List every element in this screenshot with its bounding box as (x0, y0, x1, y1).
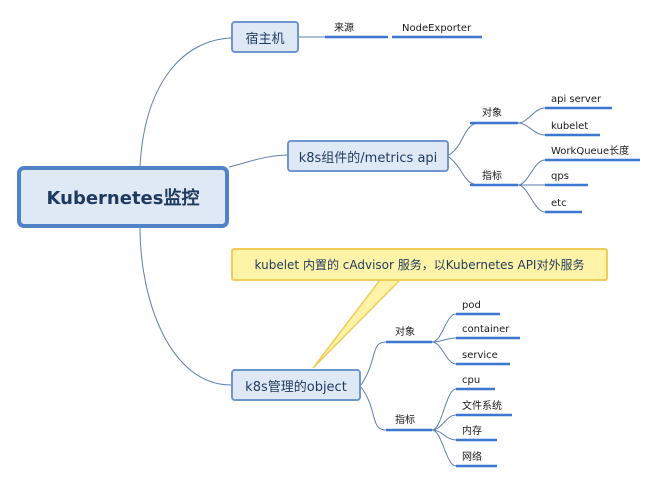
edge-api-objects (448, 122, 481, 156)
subtopic-api-obj-kubelet[interactable]: kubelet (551, 121, 589, 132)
edge-obj-objects (360, 341, 387, 386)
edge-api-metrics (448, 156, 481, 186)
subtopic-obj-met-mem[interactable]: 内存 (462, 426, 482, 437)
topic-k8s-metrics-api[interactable]: k8s组件的/metrics api (287, 140, 449, 172)
edge-api-met-wq (517, 159, 546, 186)
subtopic-api-obj-apiserver[interactable]: api server (551, 94, 602, 105)
edge-central-host (139, 37, 232, 167)
subtopic-host-source-label[interactable]: 来源 (334, 23, 354, 34)
topic-k8s-object[interactable]: k8s管理的object (231, 369, 361, 401)
edge-obj-obj-container (431, 337, 457, 343)
subtopic-obj-obj-pod[interactable]: pod (462, 300, 481, 311)
topic-k8s-object-text: k8s管理的object (245, 379, 347, 395)
subtopic-obj-objects-label[interactable]: 对象 (395, 327, 415, 338)
edge-obj-met-fs (431, 414, 457, 431)
subtopic-obj-met-fs[interactable]: 文件系统 (462, 401, 502, 412)
subtopic-obj-metrics-label[interactable]: 指标 (395, 415, 415, 426)
topic-k8s-metrics-api-text: k8s组件的/metrics api (298, 150, 438, 166)
subtopic-api-met-etc[interactable]: etc (551, 198, 567, 209)
edge-api-met-etc (517, 184, 546, 213)
edge-central-k8s-obj (139, 227, 232, 386)
subtopic-api-metrics-label[interactable]: 指标 (482, 171, 502, 182)
subtopic-obj-obj-container[interactable]: container (462, 324, 510, 335)
edge-api-obj-apiserver (517, 107, 546, 124)
callout-pointer (312, 279, 402, 369)
edge-obj-obj-service (431, 341, 457, 365)
central-topic[interactable]: Kubernetes监控 (17, 166, 229, 228)
subtopic-obj-met-cpu[interactable]: cpu (462, 375, 481, 386)
edge-obj-met-net (431, 429, 457, 467)
subtopic-host-source-value[interactable]: NodeExporter (402, 23, 472, 34)
topic-host-text: 宿主机 (245, 31, 285, 47)
edge-central-k8s-api (228, 154, 288, 168)
subtopic-api-met-qps[interactable]: qps (551, 171, 569, 182)
edge-obj-metrics (360, 386, 387, 431)
edge-api-obj-kubelet (517, 122, 546, 136)
callout-text: kubelet 内置的 cAdvisor 服务，以Kubernetes API对… (254, 258, 585, 272)
topic-host[interactable]: 宿主机 (231, 21, 299, 53)
edge-obj-met-cpu (431, 388, 457, 431)
edge-obj-obj-pod (431, 313, 457, 343)
subtopic-api-met-workqueue[interactable]: WorkQueue长度 (551, 146, 630, 157)
callout-cadvisor-note[interactable]: kubelet 内置的 cAdvisor 服务，以Kubernetes API对… (231, 248, 608, 281)
subtopic-obj-obj-service[interactable]: service (462, 350, 498, 361)
subtopic-api-objects-label[interactable]: 对象 (482, 108, 502, 119)
central-topic-text: Kubernetes监控 (46, 188, 200, 209)
subtopic-obj-met-net[interactable]: 网络 (462, 452, 482, 463)
